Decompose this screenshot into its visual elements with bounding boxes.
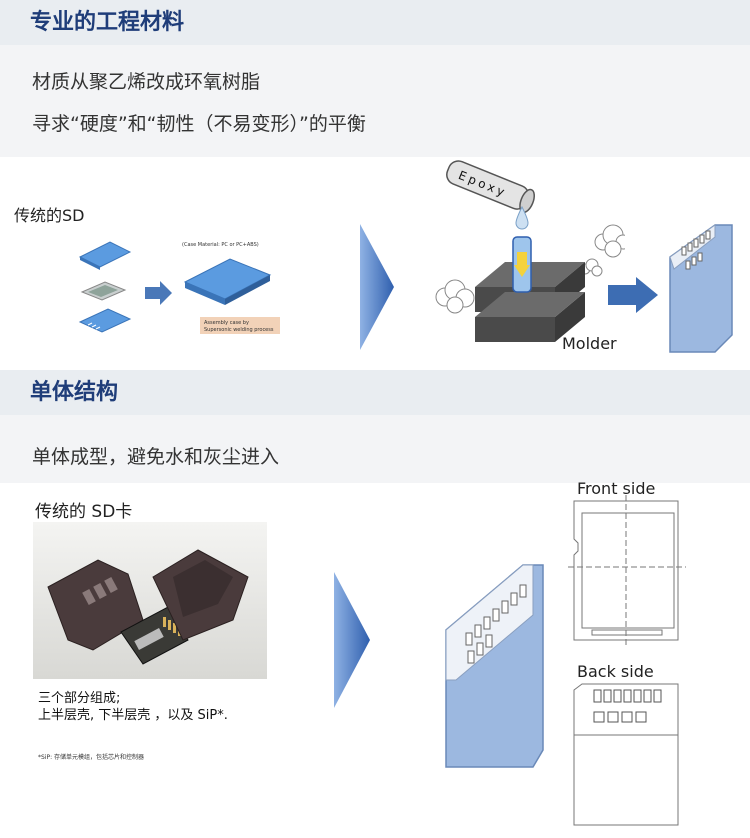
assembly-note-1: Assembly case by — [204, 320, 249, 326]
materials-line-1: 材质从聚乙烯改成环氧树脂 — [32, 71, 261, 93]
molded-sd-card-illustration — [669, 224, 733, 353]
section-header-structure: 单体结构 — [0, 370, 750, 415]
structure-arrow-icon — [334, 572, 370, 708]
assembly-note-2: Supersonic welding process — [204, 327, 274, 333]
unibody-sd-card-illustration — [445, 564, 544, 768]
traditional-sd-exploded-illustration: (Case Material: PC or PC+ABS) Assembly c… — [78, 241, 280, 334]
molder-illustration: Epoxy — [435, 160, 625, 342]
back-side-drawing — [573, 683, 679, 826]
traditional-sd-label: 传统的SD — [14, 206, 85, 225]
structure-line-1: 单体成型，避免水和灰尘进入 — [32, 446, 280, 468]
case-material-text: (Case Material: PC or PC+ABS) — [182, 242, 259, 248]
materials-description: 材质从聚乙烯改成环氧树脂 寻求“硬度”和“韧性（不易变形）”的平衡 — [0, 45, 750, 157]
composition-line-1: 三个部分组成; — [38, 691, 121, 706]
back-side-label: Back side — [577, 662, 654, 681]
process-diagram: 传统的SD (Case Material: PC or PC+ABS) Asse… — [0, 157, 750, 370]
traditional-sd-parts-photo — [33, 522, 267, 679]
result-arrow-icon — [608, 277, 658, 313]
front-side-label: Front side — [577, 479, 656, 498]
structure-description: 单体成型，避免水和灰尘进入 — [0, 415, 750, 483]
materials-line-2: 寻求“硬度”和“韧性（不易变形）”的平衡 — [32, 113, 366, 135]
composition-line-2: 上半层壳, 下半层壳 ，以及 SiP*. — [38, 708, 228, 723]
traditional-sd-card-label: 传统的 SD卡 — [35, 502, 133, 522]
process-arrow-icon — [360, 224, 394, 350]
section-title-structure: 单体结构 — [30, 380, 119, 405]
section-title-materials: 专业的工程材料 — [30, 10, 185, 35]
front-side-drawing — [568, 495, 686, 645]
sip-footnote: *SiP: 存储单元模组，包括芯片和控制器 — [38, 754, 145, 761]
section-header-materials: 专业的工程材料 — [0, 0, 750, 45]
molder-label: Molder — [562, 334, 617, 353]
